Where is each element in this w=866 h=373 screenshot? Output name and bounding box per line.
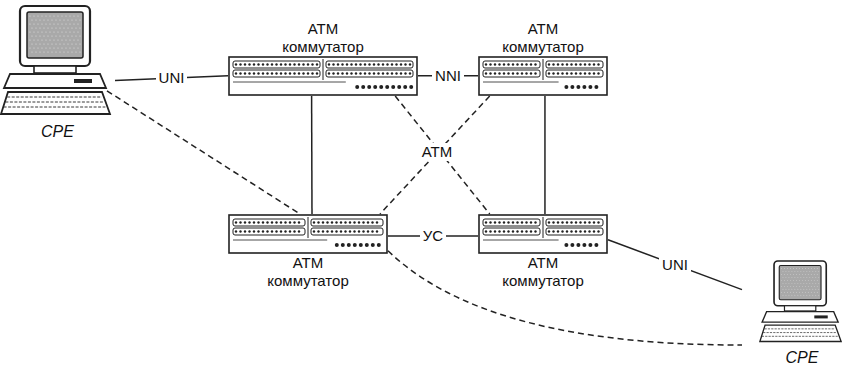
cpe-computer: CPE [742,258,862,371]
atm-switch: ATM коммутатор [228,214,388,306]
computer-symbol [742,258,862,346]
link-line [608,240,742,290]
interface-label: УС [420,227,446,245]
device-label: CPE [786,348,819,367]
device-label: CPE [41,122,74,141]
virtual-channel-line [107,91,300,214]
network-label: ATM [419,143,456,161]
link-line [544,96,546,214]
virtual-channel-line [395,96,490,214]
interface-label: NNI [432,67,464,85]
atm-switch: ATM коммутатор [478,214,608,306]
computer-symbol [0,2,115,120]
atm-switch-symbol [478,56,608,96]
atm-switch: ATM коммутатор [228,4,418,96]
virtual-channel-line [388,251,742,345]
switch-label: ATM коммутатор [493,254,593,290]
atm-switch-symbol [228,56,418,96]
virtual-channel-line [380,96,490,214]
atm-switch-symbol [228,214,388,254]
atm-switch: ATM коммутатор [478,4,608,96]
cpe-computer: CPE [0,2,115,150]
atm-switch-symbol [478,214,608,254]
switch-label: ATM коммутатор [273,20,373,56]
interface-label: UNI [659,256,691,274]
interface-label: UNI [156,69,188,87]
switch-label: ATM коммутатор [493,20,593,56]
switch-label: ATM коммутатор [258,254,358,290]
link-line [311,96,313,214]
